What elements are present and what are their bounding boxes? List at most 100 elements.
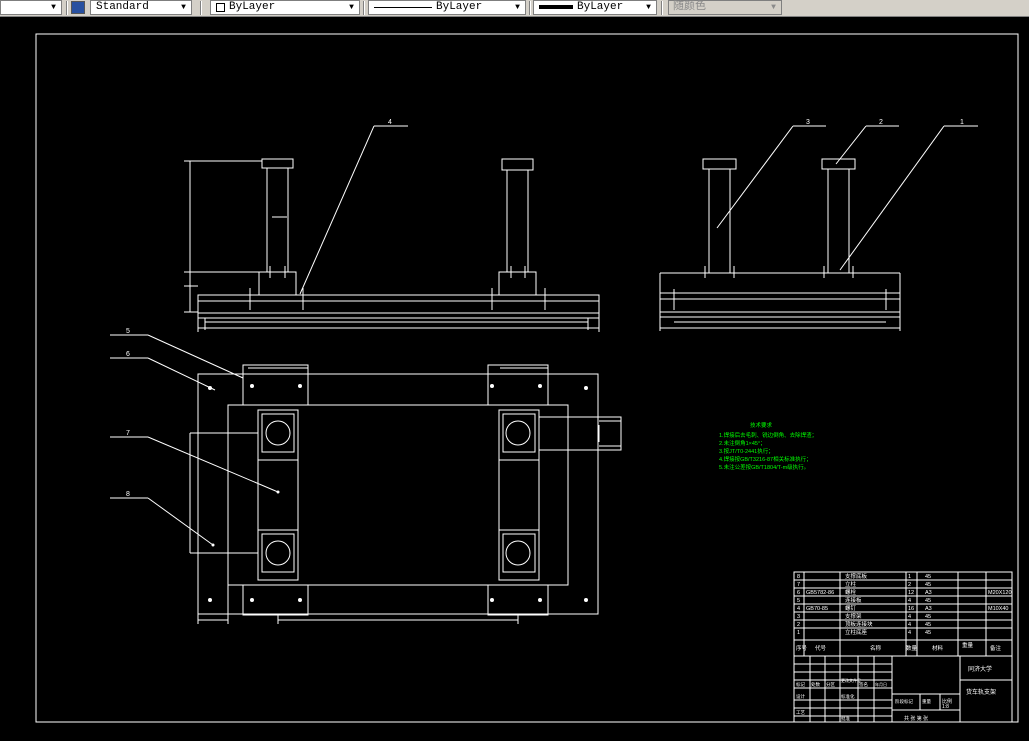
lineweight-preview-icon [539, 5, 573, 9]
bom-cell-mat: 45 [925, 614, 931, 620]
toolbar-separator [66, 1, 68, 15]
balloon-number: 6 [126, 351, 130, 358]
bom-cell-mat: 45 [925, 574, 931, 580]
properties-toolbar: ▼ Standard ▼ ByLayer ▼ ByLayer ▼ ByLayer… [0, 0, 1029, 17]
bom-header-note: 备注 [990, 644, 1002, 652]
bom-cell-no: 2 [797, 622, 800, 628]
bom-cell-qty: 1 [908, 574, 911, 580]
text-style-select[interactable]: Standard ▼ [90, 0, 192, 15]
linetype-preview-icon [374, 7, 432, 8]
text-style-value: Standard [96, 1, 149, 13]
scale-value: 1:8 [942, 704, 949, 710]
toolbar-separator [200, 1, 202, 15]
bom-header-name: 名称 [870, 644, 882, 652]
leader-line [299, 125, 375, 295]
chevron-down-icon: ▼ [771, 3, 776, 12]
bom-cell-code: GB5782-86 [806, 590, 834, 596]
left-column-base [258, 271, 297, 296]
drawing-frame [35, 33, 1019, 723]
drawing-name: 货车轨支架 [966, 688, 996, 696]
right-column-base [498, 271, 537, 296]
chevron-down-icon: ▼ [349, 3, 354, 12]
balloon-number: 7 [126, 430, 130, 437]
bom-cell-name: 支撑架 [845, 612, 862, 620]
inner-frame [227, 404, 569, 586]
date-label: 年月日 [875, 681, 887, 687]
sheets-label: 共 张 第 张 [904, 715, 928, 722]
scale-label: 比例 [942, 698, 952, 705]
standard-label: 标准化 [841, 693, 855, 700]
cad-drawing: 4 3 2 1 [35, 33, 1019, 723]
note-line: 1.焊接后去毛刺、锐边倒角、去除焊渣； [719, 431, 817, 439]
drawing-canvas[interactable]: 4 3 2 1 [0, 17, 1029, 736]
bom-cell-no: 3 [797, 614, 800, 620]
bom-cell-code: GB70-85 [806, 606, 828, 612]
bom-cell-mat: 45 [925, 582, 931, 588]
text-style-icon[interactable] [71, 1, 85, 14]
toolbar-separator [661, 1, 663, 15]
balloon-number: 5 [126, 328, 130, 335]
balloon-number: 3 [806, 119, 810, 126]
technical-notes: 技术要求 1.焊接后去毛刺、锐边倒角、去除焊渣； 2.未注倒角1×45°； 3.… [719, 421, 817, 471]
bom-header-code: 代号 [815, 644, 827, 652]
plot-style-select[interactable]: 随颜色 ▼ [668, 0, 782, 15]
bom-cell-name: 连接板 [845, 596, 862, 604]
bom-cell-no: 4 [797, 606, 800, 612]
chevron-down-icon: ▼ [646, 3, 651, 12]
side-column-left [708, 168, 731, 274]
linetype-select[interactable]: ByLayer ▼ [368, 0, 526, 15]
bom-cell-name: 螺栓 [845, 588, 857, 596]
color-select[interactable]: ByLayer ▼ [210, 0, 360, 15]
bom-cell-qty: 4 [908, 614, 911, 620]
note-line: 4.焊接按GB/T3216-87相关标准执行； [719, 455, 812, 463]
side-base-beam [659, 292, 901, 318]
lineweight-select[interactable]: ByLayer ▼ [533, 0, 657, 15]
lineweight-value: ByLayer [577, 1, 624, 13]
count-label: 处数 [811, 681, 820, 688]
bom-header-mat: 材料 [932, 644, 944, 652]
linetype-value: ByLayer [436, 1, 483, 13]
balloon-number: 4 [388, 119, 392, 126]
note-line: 3.按JT/T0-2441执行； [719, 447, 774, 455]
mark-label: 标记 [796, 681, 805, 688]
side-column-right-cap [821, 158, 856, 170]
bom-cell-name: 支撑底板 [845, 572, 868, 580]
bom-header-weight: 重量 [962, 641, 974, 649]
prev-combo-tail[interactable]: ▼ [0, 0, 62, 15]
bom-cell-mat: 45 [925, 622, 931, 628]
title-block-text: 同济大学 货车轨支架 比例 1:8 阶段标记 重量 共 张 第 张 设计 标准化… [796, 665, 996, 722]
bom-cell-note: M10X40 [988, 606, 1009, 612]
stage-label: 阶段标记 [895, 698, 913, 705]
bom-header-no: 序号 [796, 644, 808, 652]
base-plate-outline [197, 373, 599, 615]
zone-label: 分区 [826, 681, 835, 688]
bom-cell-name: 顶板连接块 [845, 620, 873, 628]
bom-cell-name: 立柱 [845, 580, 857, 588]
process-label: 工艺 [796, 710, 805, 715]
notes-title: 技术要求 [750, 421, 773, 429]
balloon-number: 1 [960, 119, 964, 126]
bom-cell-no: 6 [797, 590, 800, 596]
bom-cell-qty: 4 [908, 598, 911, 604]
bom-cell-qty: 4 [908, 630, 911, 636]
toolbar-separator [529, 1, 531, 15]
front-elevation-view: 4 [184, 119, 600, 332]
right-column-cap [501, 158, 534, 171]
bom-cell-qty: 2 [908, 582, 911, 588]
color-swatch-icon [216, 3, 225, 12]
chevron-down-icon: ▼ [51, 3, 56, 12]
plan-view: 5 6 7 8 [110, 328, 622, 624]
left-column-cap [261, 158, 294, 169]
bom-cell-no: 5 [797, 598, 800, 604]
bom-cell-mat: A3 [925, 606, 932, 612]
bom-cell-qty: 16 [908, 606, 914, 612]
balloon-number: 8 [126, 491, 130, 498]
base-beam [197, 294, 600, 319]
bom-cell-qty: 4 [908, 622, 911, 628]
bom-cell-qty: 12 [908, 590, 914, 596]
weight-label: 重量 [922, 698, 931, 705]
toolbar-separator [363, 1, 365, 15]
bom-cell-no: 8 [797, 574, 800, 580]
bom-cell-name: 螺钉 [845, 604, 857, 612]
